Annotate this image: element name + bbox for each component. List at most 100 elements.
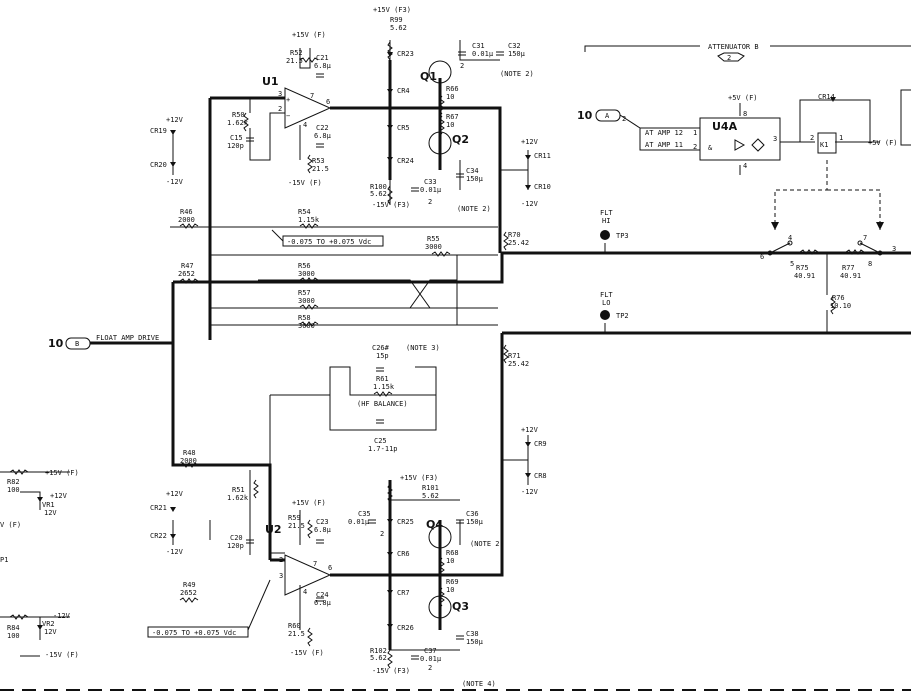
u2-pin3: 3 (279, 572, 283, 580)
r102-symbol (387, 649, 393, 669)
label-resistors-r102-0-72: R102 (370, 647, 387, 655)
label-rails-p12_cr11-10: +12V (521, 138, 539, 146)
r77-symbol (845, 249, 865, 255)
vr1-symbol (37, 497, 43, 502)
c23-symbol (316, 539, 324, 544)
k1-supply: +5V (F) (868, 139, 898, 147)
label-ground_num-143: 2 (460, 62, 464, 70)
r71-symbol (503, 344, 509, 364)
q1-label: Q1 (420, 70, 437, 83)
label-ground_num-144: 2 (428, 198, 432, 206)
c31-symbol (458, 51, 466, 56)
label-resistors-r52-0-24: R52 (290, 49, 303, 57)
c22-symbol (316, 143, 324, 148)
label-capacitors-c20-0-104: C20 (230, 534, 243, 542)
label-resistors-r76-0-78: R76 (832, 294, 845, 302)
label-resistors-r84-1-83: 100 (7, 632, 20, 640)
label-rails-m15_f_u2-6: -15V (F) (290, 649, 324, 657)
label-resistors-r71-1-53: 25.42 (508, 360, 529, 368)
label-capacitors-c34-1-97: 150µ (466, 175, 484, 183)
r68-symbol (439, 557, 445, 577)
tp2-line2: LO (602, 299, 610, 307)
u4a-supply: +5V (F) (728, 94, 758, 102)
u4a-pin2: 2 (693, 143, 697, 151)
k1-pin1: 1 (839, 134, 843, 142)
r66-symbol (439, 95, 445, 115)
label-resistors-r55-1-43: 3000 (425, 243, 442, 251)
label-resistors-r75-1-75: 40.91 (794, 272, 815, 280)
c26-symbol (376, 367, 384, 372)
opamp-u1: U1 3 2 7 6 4 + − (262, 75, 332, 129)
label-resistors-r82-1-81: 100 (7, 486, 20, 494)
r82-symbol (9, 469, 29, 475)
k1-contact-5: 5 (790, 260, 794, 268)
label-capacitors-c38-1-115: 150µ (466, 638, 484, 646)
label-rails-m15_f3_top-3: -15V (F3) (372, 201, 410, 209)
u4a-input-2: AT AMP 11 (645, 141, 683, 149)
label-rails-m15_f_u1-2: -15V (F) (288, 179, 322, 187)
label-capacitors-c31-0-90: C31 (472, 42, 485, 50)
u2-pin6: 6 (328, 564, 332, 572)
label-diodes-cr21-130: CR21 (150, 504, 167, 512)
label-diodes-vr1-1-134: 12V (44, 509, 57, 517)
float-amp-drive-label: FLOAT AMP DRIVE (96, 334, 159, 342)
label-resistors-r100-0-34: R100 (370, 183, 387, 191)
q4-label: Q4 (426, 518, 443, 531)
label-capacitors-c26-1-99: 15p (376, 352, 389, 360)
r70-symbol (503, 231, 509, 251)
label-resistors-r70-1-41: 25.42 (508, 239, 529, 247)
label-diodes-cr24-119: CR24 (397, 157, 414, 165)
c37-symbol (411, 655, 419, 660)
label-rails-vr2_rail-18: -12V (53, 612, 71, 620)
label-resistors-r99-0-22: R99 (390, 16, 403, 24)
label-resistors-r70-0-40: R70 (508, 231, 521, 239)
cr5-symbol (387, 125, 393, 130)
label-rails-m12_cr20-9: -12V (166, 178, 184, 186)
label-resistors-r57-1-49: 3000 (298, 297, 315, 305)
u4a-label: U4A (712, 120, 738, 133)
r69-symbol (439, 587, 445, 607)
label-resistors-r69-1-67: 10 (446, 586, 454, 594)
label-diodes-vr2-0-135: VR2 (42, 620, 55, 628)
r49-symbol (179, 597, 199, 603)
label-capacitors-c25-0-100: C25 (374, 437, 387, 445)
cr11-symbol (525, 155, 531, 160)
label-resistors-r49-1-69: 2652 (180, 589, 197, 597)
cr4-symbol (387, 89, 393, 94)
label-rails-p12_cr21-14: +12V (166, 490, 184, 498)
label-capacitors-c35-0-108: C35 (358, 510, 371, 518)
label-resistors-r77-1-77: 40.91 (840, 272, 861, 280)
and-symbol: & (708, 144, 713, 152)
label-resistors-r66-0-30: R66 (446, 85, 459, 93)
u1-pin6: 6 (326, 98, 330, 106)
label-resistors-r61-1-55: 1.15k (373, 383, 395, 391)
label-resistors-r68-0-64: R68 (446, 549, 459, 557)
label-rails-m12_cr8-13: -12V (521, 488, 539, 496)
label-rails-p15_f3_top-0: +15V (F3) (373, 6, 411, 14)
label-capacitors-c36-1-111: 150µ (466, 518, 484, 526)
main-bus-wires (90, 60, 911, 650)
label-capacitors-c15-0-86: C15 (230, 134, 243, 142)
label-capacitors-c32-1-93: 150µ (508, 50, 526, 58)
label-capacitors-c22-1-89: 6.8µ (314, 132, 332, 140)
label-diodes-cr4-117: CR4 (397, 87, 410, 95)
c33-symbol (411, 187, 419, 192)
label-diodes-vr2-1-136: 12V (44, 628, 57, 636)
cr10-symbol (525, 185, 531, 190)
connector-10a: 10 A (577, 109, 621, 122)
cr26-symbol (387, 624, 393, 629)
cr25-symbol (387, 519, 393, 524)
tp3-line2: HI (602, 217, 610, 225)
label-resistors-r55-0-42: R55 (427, 235, 440, 243)
cr9-symbol (525, 442, 531, 447)
transistors: Q1 Q2 Q4 Q3 (420, 60, 469, 619)
label-capacitors-c21-1-85: 6.8µ (314, 62, 332, 70)
label-ground_num-145: 2 (380, 530, 384, 538)
label-diodes-cr7-126: CR7 (397, 589, 410, 597)
cr24-symbol (387, 157, 393, 162)
label-resistors-r101-0-60: R101 (422, 484, 439, 492)
k1-contact-3: 3 (892, 245, 896, 253)
label-resistors-r84-0-82: R84 (7, 624, 20, 632)
c36-symbol (456, 519, 464, 524)
